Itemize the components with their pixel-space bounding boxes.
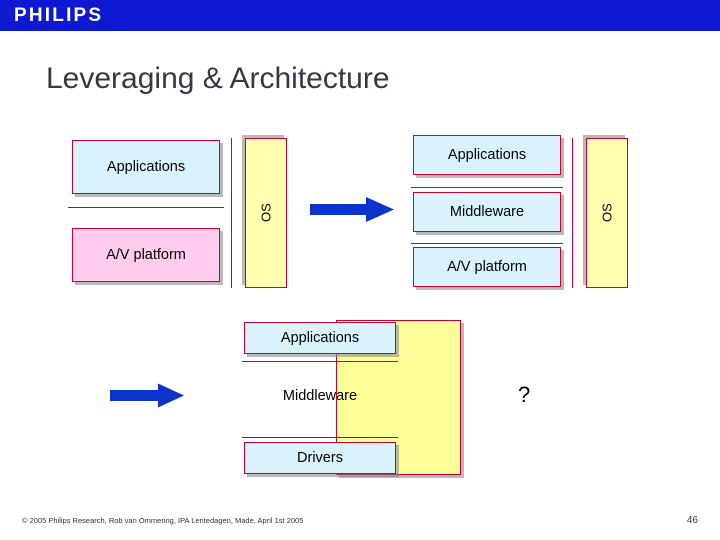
right-os-left-rule <box>572 138 573 288</box>
left-applications-block: Applications <box>72 140 220 194</box>
bottom-drivers-label: Drivers <box>297 450 343 466</box>
footer-copyright: © 2005 Philips Research, Rob van Ommerin… <box>22 516 304 525</box>
page-title: Leveraging & Architecture <box>46 62 390 95</box>
bottom-applications-label: Applications <box>280 330 360 346</box>
arrow-top-icon <box>310 197 394 222</box>
left-av-platform-block: A/V platform <box>72 228 220 282</box>
right-middleware-label: Middleware <box>449 204 525 220</box>
philips-logo: PHILIPS <box>14 5 104 26</box>
left-applications-label: Applications <box>106 159 186 175</box>
left-divider-line <box>68 207 224 208</box>
left-os-left-rule <box>231 138 232 288</box>
bottom-applications-block: Applications <box>244 322 396 354</box>
left-os-block: OS <box>245 138 287 288</box>
right-middleware-block: Middleware <box>413 192 561 232</box>
right-av-platform-block: A/V platform <box>413 247 561 287</box>
question-mark-label: ? <box>518 382 531 407</box>
bottom-divider-line-1 <box>242 361 398 362</box>
page-number: 46 <box>686 515 698 526</box>
right-applications-block: Applications <box>413 135 561 175</box>
left-av-platform-label: A/V platform <box>106 247 186 263</box>
right-divider-line-2 <box>411 243 563 244</box>
bottom-middleware-label: Middleware <box>282 388 358 404</box>
arrow-bottom-icon <box>110 383 184 408</box>
right-av-platform-label: A/V platform <box>447 259 527 275</box>
philips-header-bar: PHILIPS <box>0 0 720 31</box>
bottom-divider-line-2 <box>242 437 398 438</box>
left-os-label: OS <box>258 203 274 223</box>
bottom-middleware-block: Middleware <box>244 366 396 426</box>
bottom-drivers-block: Drivers <box>244 442 396 474</box>
right-applications-label: Applications <box>447 147 527 163</box>
right-os-block: OS <box>586 138 628 288</box>
right-os-label: OS <box>599 203 615 223</box>
right-divider-line-1 <box>411 187 563 188</box>
